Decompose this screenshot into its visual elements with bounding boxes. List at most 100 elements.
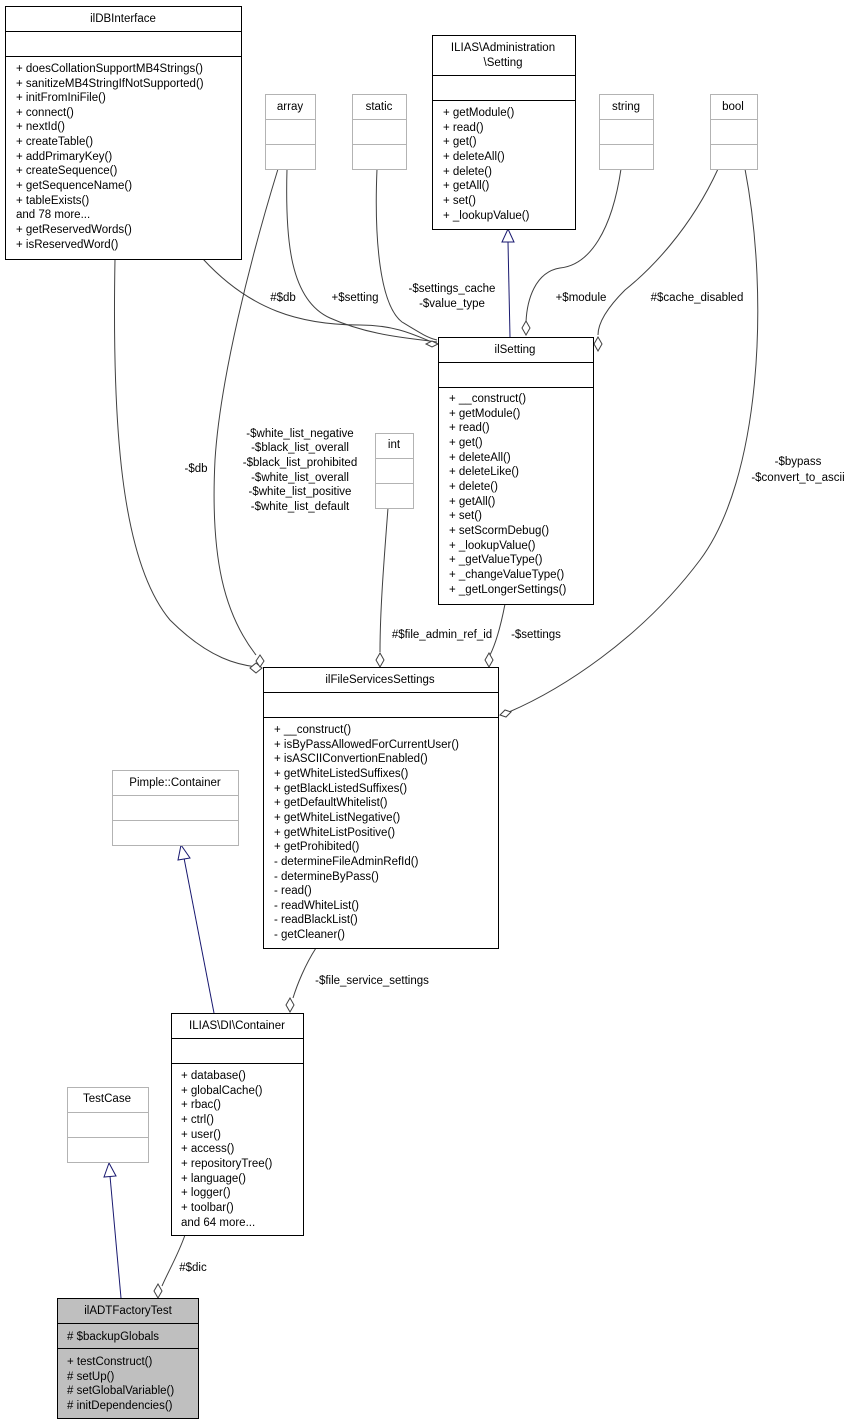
class-ilsetting: ilSetting + __construct() + getModule() … <box>438 337 594 605</box>
method-item: - readWhiteList() <box>274 900 359 912</box>
aggregation-diamond-ilsetting-left <box>424 340 440 348</box>
method-item: + set() <box>443 195 476 207</box>
method-item: + ctrl() <box>181 1114 214 1126</box>
edge-label-dic: #$dic <box>179 1262 207 1274</box>
method-item: + nextId() <box>16 121 65 133</box>
edge-label-bypass: -$bypass <box>775 456 822 468</box>
method-item: + getWhiteListNegative() <box>274 812 400 824</box>
method-item: + _lookupValue() <box>443 210 530 222</box>
class-string: string <box>599 94 654 170</box>
method-item: + get() <box>443 136 477 148</box>
method-item: + toolbar() <box>181 1202 234 1214</box>
edge-di-inherits-pimple <box>183 857 215 1014</box>
edge-label-file-admin-ref-id: #$file_admin_ref_id <box>392 629 492 641</box>
edge-bool-to-fileservices <box>508 168 759 713</box>
method-item: - read() <box>274 885 312 897</box>
method-item: and 64 more... <box>181 1217 255 1229</box>
class-name-ildbinterface: ilDBInterface <box>90 13 156 25</box>
method-item: + connect() <box>16 107 74 119</box>
method-item: + _getLongerSettings() <box>449 584 566 596</box>
method-item: + getModule() <box>443 107 514 119</box>
aggregation-diamond-fileservices-bypass <box>499 709 512 718</box>
aggregation-diamond-fileservices-int <box>375 651 385 669</box>
class-name-ilsetting: ilSetting <box>495 344 536 356</box>
edge-label-black-list-prohibited: -$black_list_prohibited <box>243 457 357 469</box>
method-item: + globalCache() <box>181 1085 263 1097</box>
aggregation-diamond-fileservices-array <box>255 654 265 668</box>
method-item: + get() <box>449 437 483 449</box>
edge-array-to-ilsetting <box>286 168 438 343</box>
class-name-testcase: TestCase <box>83 1093 131 1105</box>
method-item: + __construct() <box>274 724 351 736</box>
class-int: int <box>375 433 414 509</box>
inherit-arrow-pimple <box>177 843 191 861</box>
method-item: + doesCollationSupportMB4Strings() <box>16 63 203 75</box>
methods-di-container: + database() + globalCache() + rbac() + … <box>181 1070 272 1229</box>
method-item: + setScormDebug() <box>449 525 549 537</box>
edge-adtfactory-inherits-testcase <box>109 1175 122 1299</box>
method-item: + deleteAll() <box>449 452 511 464</box>
method-item: + deleteAll() <box>443 151 505 163</box>
method-item: + createTable() <box>16 136 93 148</box>
aggregation-diamond-adtfactory-dic <box>153 1282 163 1300</box>
method-item: + getModule() <box>449 408 520 420</box>
class-name-int: int <box>388 439 401 451</box>
edges <box>103 168 759 1300</box>
method-item: + tableExists() <box>16 195 89 207</box>
class-ildbinterface: ilDBInterface + doesCollationSupportMB4S… <box>5 6 242 260</box>
class-name-string: string <box>612 101 640 113</box>
edge-fileservices-to-di <box>292 947 317 999</box>
method-item: + getProhibited() <box>274 841 360 853</box>
edge-label-setting: +$setting <box>332 292 379 304</box>
method-item: - getCleaner() <box>274 929 345 941</box>
methods-ilsetting: + __construct() + getModule() + read() +… <box>449 393 566 596</box>
method-item: - readBlackList() <box>274 914 358 926</box>
method-item: # initDependencies() <box>67 1400 173 1412</box>
method-item: + getAll() <box>443 180 490 192</box>
edge-static-to-ilsetting <box>375 168 438 341</box>
method-item: + deleteLike() <box>449 466 519 478</box>
aggregation-diamond-fileservices-settings <box>484 651 494 669</box>
class-name-admin-setting: ILIAS\Administration <box>451 42 555 54</box>
edge-label-white-list-default: -$white_list_default <box>251 501 350 513</box>
edge-int-to-fileservices <box>379 507 389 653</box>
class-bool: bool <box>710 94 758 170</box>
method-item: + getDefaultWhitelist() <box>274 797 388 809</box>
edge-label-module: +$module <box>556 292 607 304</box>
edge-labels: #$db +$setting -$settings_cache -$value_… <box>179 283 844 1274</box>
method-item: + database() <box>181 1070 246 1082</box>
class-name-fileservices: ilFileServicesSettings <box>325 674 435 686</box>
edge-db-to-fileservices <box>113 258 258 668</box>
edge-label-cache-disabled: #$cache_disabled <box>651 292 744 304</box>
method-item: + createSequence() <box>16 165 117 177</box>
method-item: + repositoryTree() <box>181 1158 272 1170</box>
method-item: + _changeValueType() <box>449 569 564 581</box>
edge-ilsetting-to-fileservices <box>489 603 506 656</box>
class-ilias-administration-setting: ILIAS\Administration \Setting + getModul… <box>432 35 576 230</box>
method-item: # setUp() <box>67 1371 114 1383</box>
aggregation-diamond-di-fileservices <box>285 996 295 1014</box>
method-item: and 78 more... <box>16 209 90 221</box>
method-item: + delete() <box>443 166 492 178</box>
method-item: - determineFileAdminRefId() <box>274 856 419 868</box>
method-item: + getWhiteListPositive() <box>274 827 395 839</box>
methods-ildbinterface: + doesCollationSupportMB4Strings() + san… <box>16 63 204 251</box>
edge-label-db-fileservices: -$db <box>184 463 207 475</box>
method-item: + _getValueType() <box>449 554 543 566</box>
method-item: + initFromIniFile() <box>16 92 106 104</box>
method-item: + addPrimaryKey() <box>16 151 112 163</box>
class-array: array <box>265 94 316 170</box>
aggregation-diamond-ilsetting-bool <box>593 335 603 353</box>
class-pimple-container: Pimple::Container <box>112 770 239 846</box>
class-name-array: array <box>277 101 303 113</box>
edge-label-white-list-negative: -$white_list_negative <box>246 428 353 440</box>
method-item: + getAll() <box>449 496 496 508</box>
edge-label-settings-cache: -$settings_cache <box>409 283 496 295</box>
method-item: - determineByPass() <box>274 871 379 883</box>
method-item: + read() <box>443 122 484 134</box>
inherit-arrow-admin-setting <box>501 227 515 243</box>
method-item: + access() <box>181 1143 235 1155</box>
method-item: + set() <box>449 510 482 522</box>
class-testcase: TestCase <box>67 1087 149 1163</box>
method-item: + rbac() <box>181 1099 221 1111</box>
